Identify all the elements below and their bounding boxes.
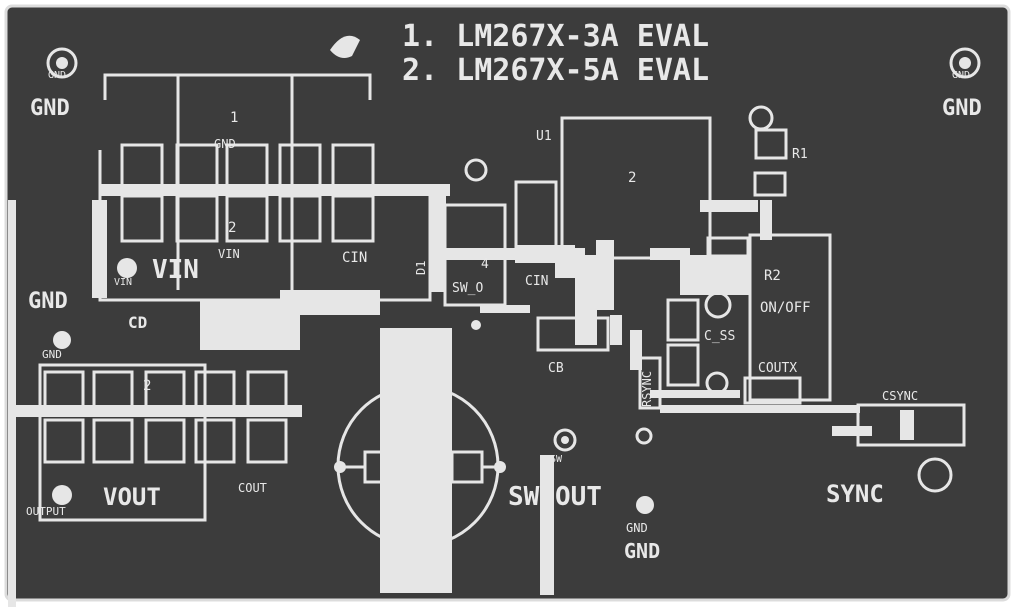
gnd-pad-top-right: GND [952,70,970,81]
r1-label: R1 [792,147,808,162]
title-line-2: 2. LM267X-5A EVAL [402,53,709,88]
sw-o-label: SW_O [452,281,483,296]
cin2-label: CIN [525,274,548,289]
gnd-label-bottom: GND [624,539,660,563]
pin-2-vout-label: 2 [143,378,151,394]
vin-small-label: VIN [218,247,240,261]
coutx-label: COUTX [758,361,797,376]
pin-2-vin-label: 2 [228,220,236,236]
gnd-pad-top-left: GND [48,70,66,81]
pin-1-label: 1 [230,110,238,126]
u1-label: U1 [536,129,552,144]
pin-2-u1-label: 2 [628,170,636,186]
d1-label: D1 [414,261,428,275]
cb-label: CB [548,361,564,376]
sw-out-pad-label: SW [550,454,563,465]
vout-block-outline [38,363,207,522]
gnd-pad-left: GND [42,348,62,361]
on-off-label: ON/OFF [760,300,811,316]
c-ss-label: C_SS [704,329,735,344]
vin-pad-label: VIN [114,277,132,288]
input-connector-outline [103,73,372,100]
output-pad-label: OUTPUT [26,505,66,518]
cd-label: CD [128,313,147,332]
r2-label: R2 [764,268,781,284]
gnd-small-label: GND [214,137,236,151]
pin-4-label: 4 [481,257,489,272]
sync-label: SYNC [826,480,884,508]
cin-label: CIN [342,250,367,266]
sw-out-label: SW OUT [508,482,602,512]
csync-label: CSYNC [882,389,918,403]
u1-outline [560,116,712,260]
rsync-label: RSYNC [640,371,654,407]
vin-label: VIN [152,255,199,285]
gnd-label-top-left: GND [30,96,70,121]
cout-label: COUT [238,481,267,495]
title-line-1: 1. LM267X-3A EVAL [402,19,709,54]
vout-label: VOUT [103,483,161,511]
logo-mark [330,35,360,58]
gnd-label-left: GND [28,289,68,314]
gnd-pad-bottom: GND [626,521,648,535]
pcb-substrate [4,4,1011,602]
gnd-label-top-right: GND [942,96,982,121]
